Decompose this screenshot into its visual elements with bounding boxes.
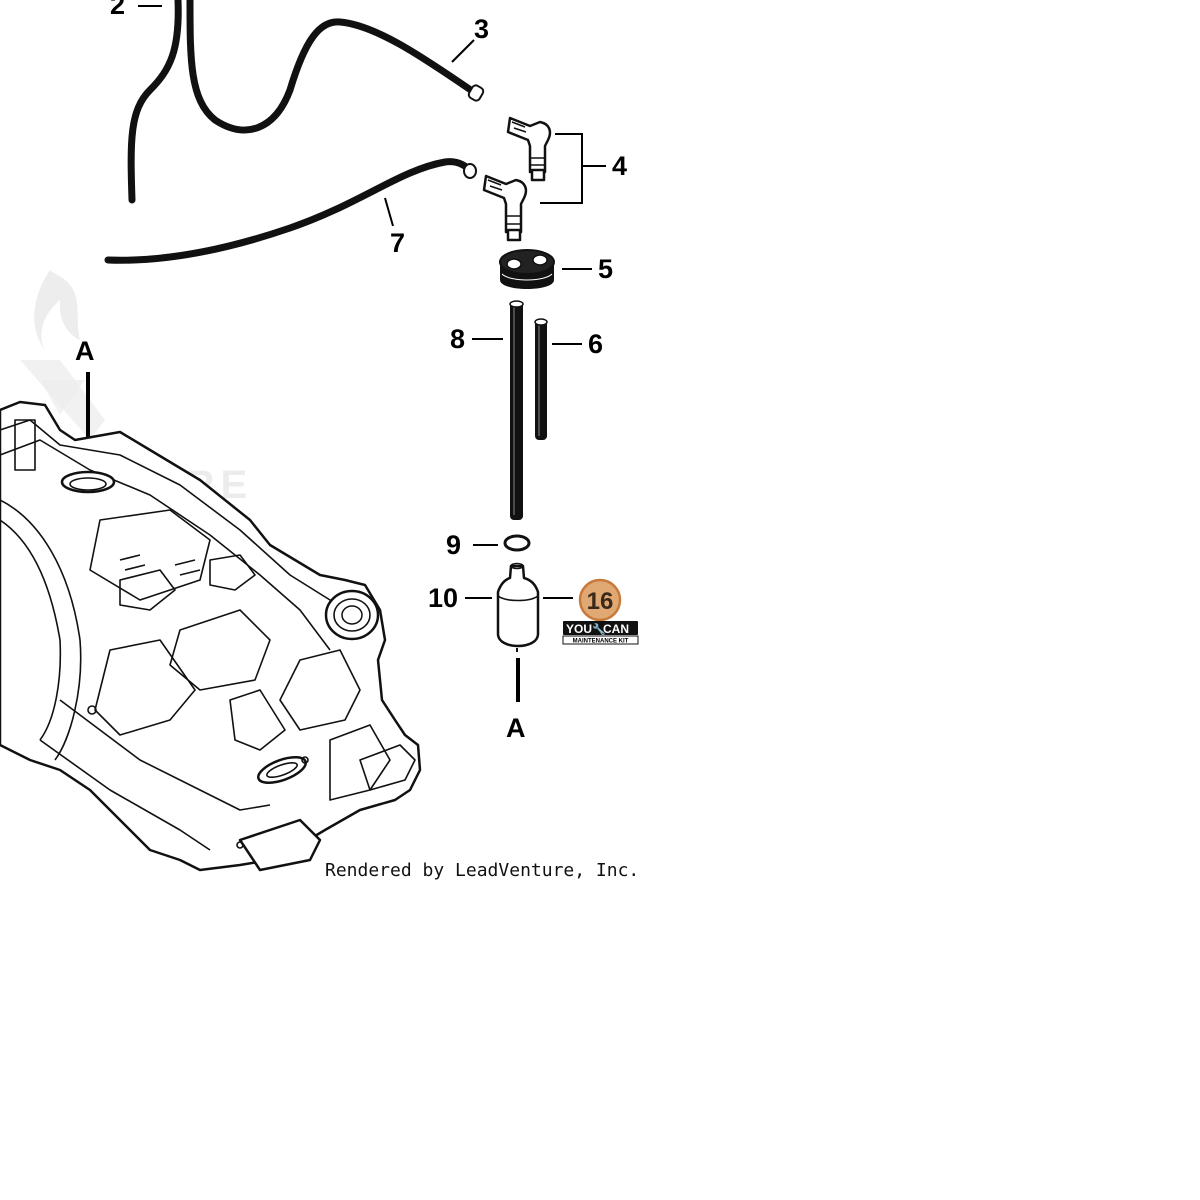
maintenance-kit-badge[interactable]: 16 YOU 🔧 CAN MAINTENANCE KIT <box>562 578 639 645</box>
you-can-kit-logo: YOU 🔧 CAN MAINTENANCE KIT <box>562 621 639 645</box>
badge-number: 16 <box>587 588 614 615</box>
callout-3: 3 <box>474 14 489 44</box>
elbow-fitting-upper <box>506 116 552 182</box>
callout-2: 2 <box>110 0 125 20</box>
tube-3-end <box>467 84 485 102</box>
callout-4: 4 <box>612 151 627 181</box>
leader-bracket-4 <box>540 133 606 204</box>
callout-7: 7 <box>390 228 405 258</box>
part-6-hose[interactable] <box>534 318 548 440</box>
callout-5: 5 <box>598 254 613 284</box>
watermark-flame-icon <box>20 270 105 440</box>
part-9-ring[interactable] <box>503 534 531 552</box>
part-10-filter[interactable] <box>496 562 540 653</box>
oil-tank-housing[interactable] <box>0 400 422 872</box>
callout-6: 6 <box>588 329 603 359</box>
kit-label-you: YOU <box>566 622 592 636</box>
credit-text: Rendered by LeadVenture, Inc. <box>325 860 639 881</box>
part-8-hose[interactable] <box>509 300 524 520</box>
leader-line <box>384 197 394 227</box>
reference-a-bottom: A <box>506 713 526 743</box>
badge-circle <box>578 578 622 622</box>
kit-label-maintenance: MAINTENANCE KIT <box>573 639 629 645</box>
part-5-grommet[interactable] <box>499 249 555 289</box>
elbow-fitting-lower <box>482 174 528 242</box>
leader-line <box>451 39 475 63</box>
part-4-elbow-fittings[interactable] <box>482 116 552 242</box>
wrench-icon: 🔧 <box>592 622 606 636</box>
part-2-tube[interactable] <box>127 0 485 204</box>
callout-9: 9 <box>446 530 461 560</box>
callout-8: 8 <box>450 324 465 354</box>
callout-10: 10 <box>428 583 458 613</box>
reference-a-top: A <box>75 336 95 366</box>
kit-label-can: CAN <box>603 622 629 636</box>
part-7-tube[interactable] <box>104 158 477 264</box>
